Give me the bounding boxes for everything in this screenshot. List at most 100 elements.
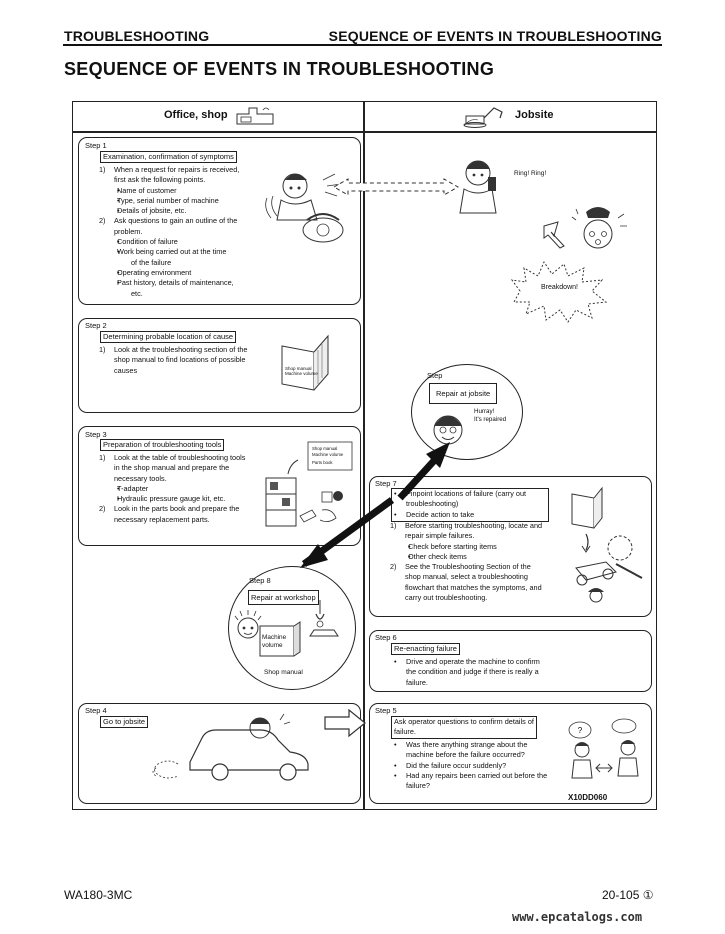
list-item: causes bbox=[114, 365, 138, 375]
step5-heading-line-1: Ask operator questions to confirm detail… bbox=[394, 717, 534, 726]
step4-label: Step 4 bbox=[85, 706, 107, 715]
breakdown-burst-icon bbox=[510, 260, 608, 323]
watermark-link[interactable]: www.epcatalogs.com bbox=[512, 910, 643, 924]
list-item: Details of jobsite, etc. bbox=[117, 206, 187, 216]
manual-note-1: Shop manual bbox=[285, 366, 312, 371]
step3-label: Step 3 bbox=[85, 430, 107, 439]
jobsite-repair-heading: Repair at jobsite bbox=[429, 383, 498, 404]
list-item: Work being carried out at the time bbox=[117, 247, 227, 257]
step6-panel bbox=[369, 630, 652, 692]
step5-text: •Was there anything strange about the ma… bbox=[394, 740, 548, 791]
list-item: Did the failure occur suddenly? bbox=[406, 760, 507, 770]
list-item: Decide action to take bbox=[406, 509, 475, 519]
car-travel-illustration bbox=[152, 713, 309, 781]
hurray-text-1: Hurray! bbox=[474, 408, 495, 415]
list-item: first ask the following points. bbox=[114, 175, 206, 185]
troubleshooting-worker-illustration bbox=[571, 486, 643, 603]
step7-label: Step 7 bbox=[375, 479, 397, 488]
list-item: Hydraulic pressure gauge kit, etc. bbox=[117, 494, 226, 504]
svg-text:?: ? bbox=[578, 726, 583, 735]
list-item: Type, serial number of machine bbox=[117, 195, 219, 205]
list-item: Before starting troubleshooting, locate … bbox=[405, 521, 543, 530]
list-item: Ask questions to gain an outline of the bbox=[114, 216, 238, 226]
list-item: T-adapter bbox=[117, 483, 149, 493]
step1-label: Step 1 bbox=[85, 141, 107, 150]
excavator-icon bbox=[463, 107, 503, 128]
list-item: machine before the failure occurred? bbox=[406, 750, 525, 760]
list-item: Past history, details of maintenance, bbox=[117, 278, 234, 288]
list-item: carry out troubleshooting. bbox=[405, 593, 488, 603]
list-item: See the Troubleshooting Section of the bbox=[405, 562, 531, 572]
section-header-left: TROUBLESHOOTING bbox=[64, 28, 210, 44]
interview-illustration: ? bbox=[568, 718, 639, 779]
step1-panel bbox=[78, 137, 361, 305]
list-item: Other check items bbox=[408, 551, 467, 561]
office-shop-column-header: Office, shop bbox=[164, 109, 228, 121]
list-item: problem. bbox=[114, 226, 143, 236]
list-item: Had any repairs been carried out before … bbox=[406, 770, 548, 780]
tools-illustration bbox=[265, 441, 353, 527]
list-item: etc. bbox=[131, 288, 143, 298]
open-manual-illustration bbox=[281, 334, 329, 391]
up-arrow-icon bbox=[543, 221, 565, 249]
step8-label: Step 8 bbox=[249, 576, 271, 585]
page-title: SEQUENCE OF EVENTS IN TROUBLESHOOTING bbox=[64, 59, 495, 79]
step6-heading: Re-enacting failure bbox=[391, 643, 460, 655]
jobsite-column-header: Jobsite bbox=[515, 109, 554, 121]
tool-note-2: Machine volume bbox=[312, 452, 344, 457]
shop-manual-label: Shop manual bbox=[264, 669, 303, 676]
step1-text: 1)When a request for repairs is received… bbox=[99, 165, 240, 298]
list-item: Name of customer bbox=[117, 185, 177, 195]
tool-note-1: Shop manual bbox=[312, 446, 338, 451]
step3-text: 1)Look at the table of troubleshooting t… bbox=[99, 453, 246, 524]
surprised-worker-illustration bbox=[571, 207, 627, 249]
step8-heading: Repair at workshop bbox=[248, 590, 319, 605]
step5-panel bbox=[369, 703, 652, 804]
list-item: failure. bbox=[406, 677, 428, 687]
step2-heading: Determining probable location of cause bbox=[100, 331, 237, 343]
diagram-frame bbox=[72, 101, 657, 810]
step6-text: •Drive and operate the machine to confir… bbox=[394, 657, 540, 687]
tool-note-3: Parts book bbox=[312, 460, 333, 465]
jobsite-step-label: Step bbox=[427, 371, 443, 380]
step5-heading-line-2: failure. bbox=[394, 727, 416, 737]
list-item: of the failure bbox=[131, 257, 172, 267]
step3-heading: Preparation of troubleshooting tools bbox=[100, 439, 225, 451]
step1-heading: Examination, confirmation of symptoms bbox=[100, 151, 237, 163]
step5-heading: Ask operator questions to confirm detail… bbox=[391, 716, 537, 739]
step6-label: Step 6 bbox=[375, 633, 397, 642]
column-header-divider bbox=[72, 131, 657, 133]
step5-label: Step 5 bbox=[375, 706, 397, 715]
list-item: Look at the troubleshooting section of t… bbox=[114, 345, 248, 354]
manual-note-2: Machine volume bbox=[285, 371, 318, 376]
step4-heading: Go to jobsite bbox=[100, 716, 149, 728]
list-item: Check before starting items bbox=[408, 541, 497, 551]
flow-arrows bbox=[300, 442, 450, 568]
machine-volume-label-2: volume bbox=[262, 642, 283, 649]
telephone-clerk-illustration bbox=[265, 173, 344, 243]
list-item: repair simple failures. bbox=[405, 531, 475, 541]
section-header-right: SEQUENCE OF EVENTS IN TROUBLESHOOTING bbox=[328, 28, 662, 44]
workshop-building-icon bbox=[236, 107, 274, 125]
list-item: Look at the table of troubleshooting too… bbox=[114, 453, 246, 462]
list-item: troubleshooting) bbox=[406, 499, 459, 509]
step2-text: 1)Look at the troubleshooting section of… bbox=[99, 345, 248, 375]
list-item: Condition of failure bbox=[117, 237, 178, 247]
jobsite-repair-bubble bbox=[411, 364, 523, 460]
list-item: necessary tools. bbox=[114, 473, 167, 483]
breakdown-text: Breakdown! bbox=[541, 284, 578, 291]
list-item: Pinpoint locations of failure (carry out bbox=[406, 489, 527, 498]
go-to-step5-arrow bbox=[324, 708, 366, 738]
step7-text: 1)Before starting troubleshooting, locat… bbox=[390, 521, 543, 603]
workshop-illustration bbox=[234, 600, 339, 657]
ring-ring-text: Ring! Ring! bbox=[514, 170, 547, 177]
list-item: flowchart that matches the symptoms, and bbox=[405, 582, 542, 592]
phone-call-arrow bbox=[332, 178, 460, 196]
step7-heading: •Pinpoint locations of failure (carry ou… bbox=[391, 488, 549, 522]
list-item: When a request for repairs is received, bbox=[114, 165, 240, 174]
list-item: in the shop manual and prepare the bbox=[114, 463, 230, 473]
operator-phone-illustration bbox=[459, 160, 497, 214]
model-number: WA180-3MC bbox=[64, 888, 133, 902]
list-item: failure? bbox=[406, 781, 430, 791]
header-divider bbox=[63, 44, 662, 46]
